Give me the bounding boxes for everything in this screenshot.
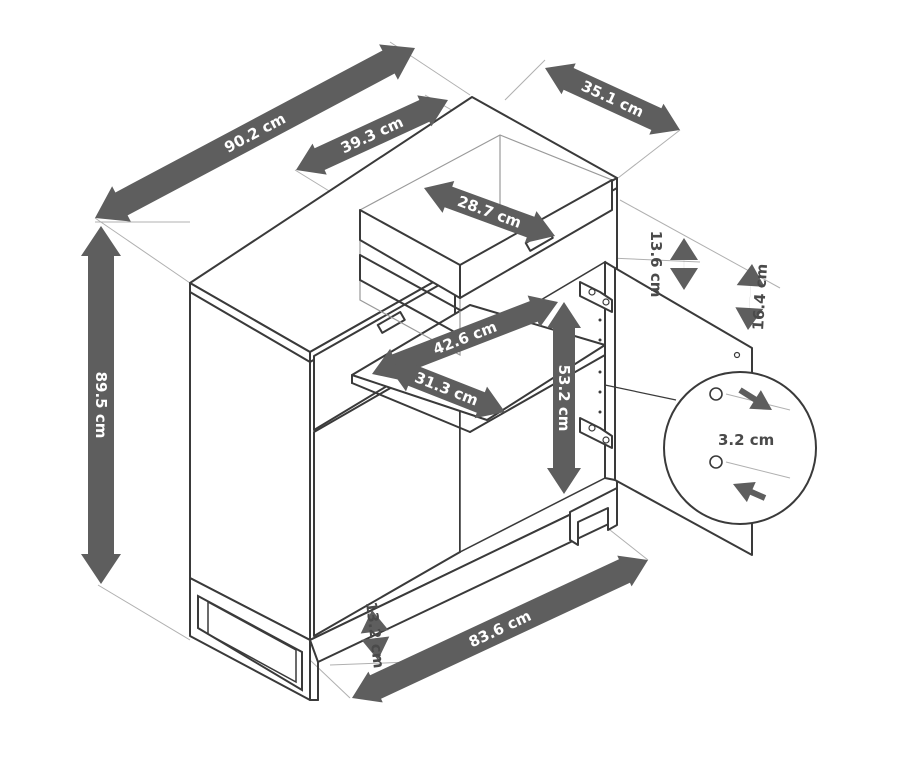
dim-arrow-total-height bbox=[81, 226, 121, 584]
hinge-bottom bbox=[579, 417, 613, 449]
dim-pointer-hole-bottom bbox=[733, 481, 767, 503]
dim-label-inner-height: 53.2 cm bbox=[555, 365, 573, 432]
detail-magnifier bbox=[604, 371, 817, 525]
dim-label-total-height: 89.5 cm bbox=[92, 372, 110, 439]
dim-label-door-thickness: 16.4 cm bbox=[749, 263, 771, 331]
dim-arrow-drawer-width bbox=[296, 95, 448, 175]
dim-arrow-door-thickness bbox=[735, 264, 765, 330]
dim-door-thickness: 16.4 cm bbox=[735, 263, 771, 331]
dim-inner-height: 53.2 cm bbox=[547, 302, 581, 494]
dim-arrow-total-width bbox=[95, 44, 415, 222]
dim-leg-height: 13.2 cm bbox=[360, 601, 390, 669]
dim-arrow-inner-height bbox=[547, 302, 581, 494]
dim-arrow-drawer-inner-depth bbox=[424, 180, 555, 244]
dim-arrow-leg-height bbox=[360, 610, 390, 660]
dim-depth: 35.1 cm bbox=[545, 63, 680, 135]
dim-arrow-shelf-depth bbox=[388, 359, 505, 419]
dim-arrow-depth bbox=[545, 63, 680, 135]
dim-arrow-drawer-height bbox=[670, 238, 698, 290]
dim-pointer-hole-top bbox=[738, 387, 772, 410]
dim-arrow-shelf-width bbox=[372, 295, 558, 381]
hinge-top bbox=[579, 281, 613, 313]
dim-label-hole-spacing: 3.2 cm bbox=[718, 431, 774, 449]
dim-drawer-height: 13.6 cm bbox=[647, 231, 698, 298]
dim-total-height: 89.5 cm bbox=[81, 226, 121, 584]
dim-label-drawer-height: 13.6 cm bbox=[647, 231, 665, 298]
dim-arrow-base-width bbox=[352, 555, 648, 703]
